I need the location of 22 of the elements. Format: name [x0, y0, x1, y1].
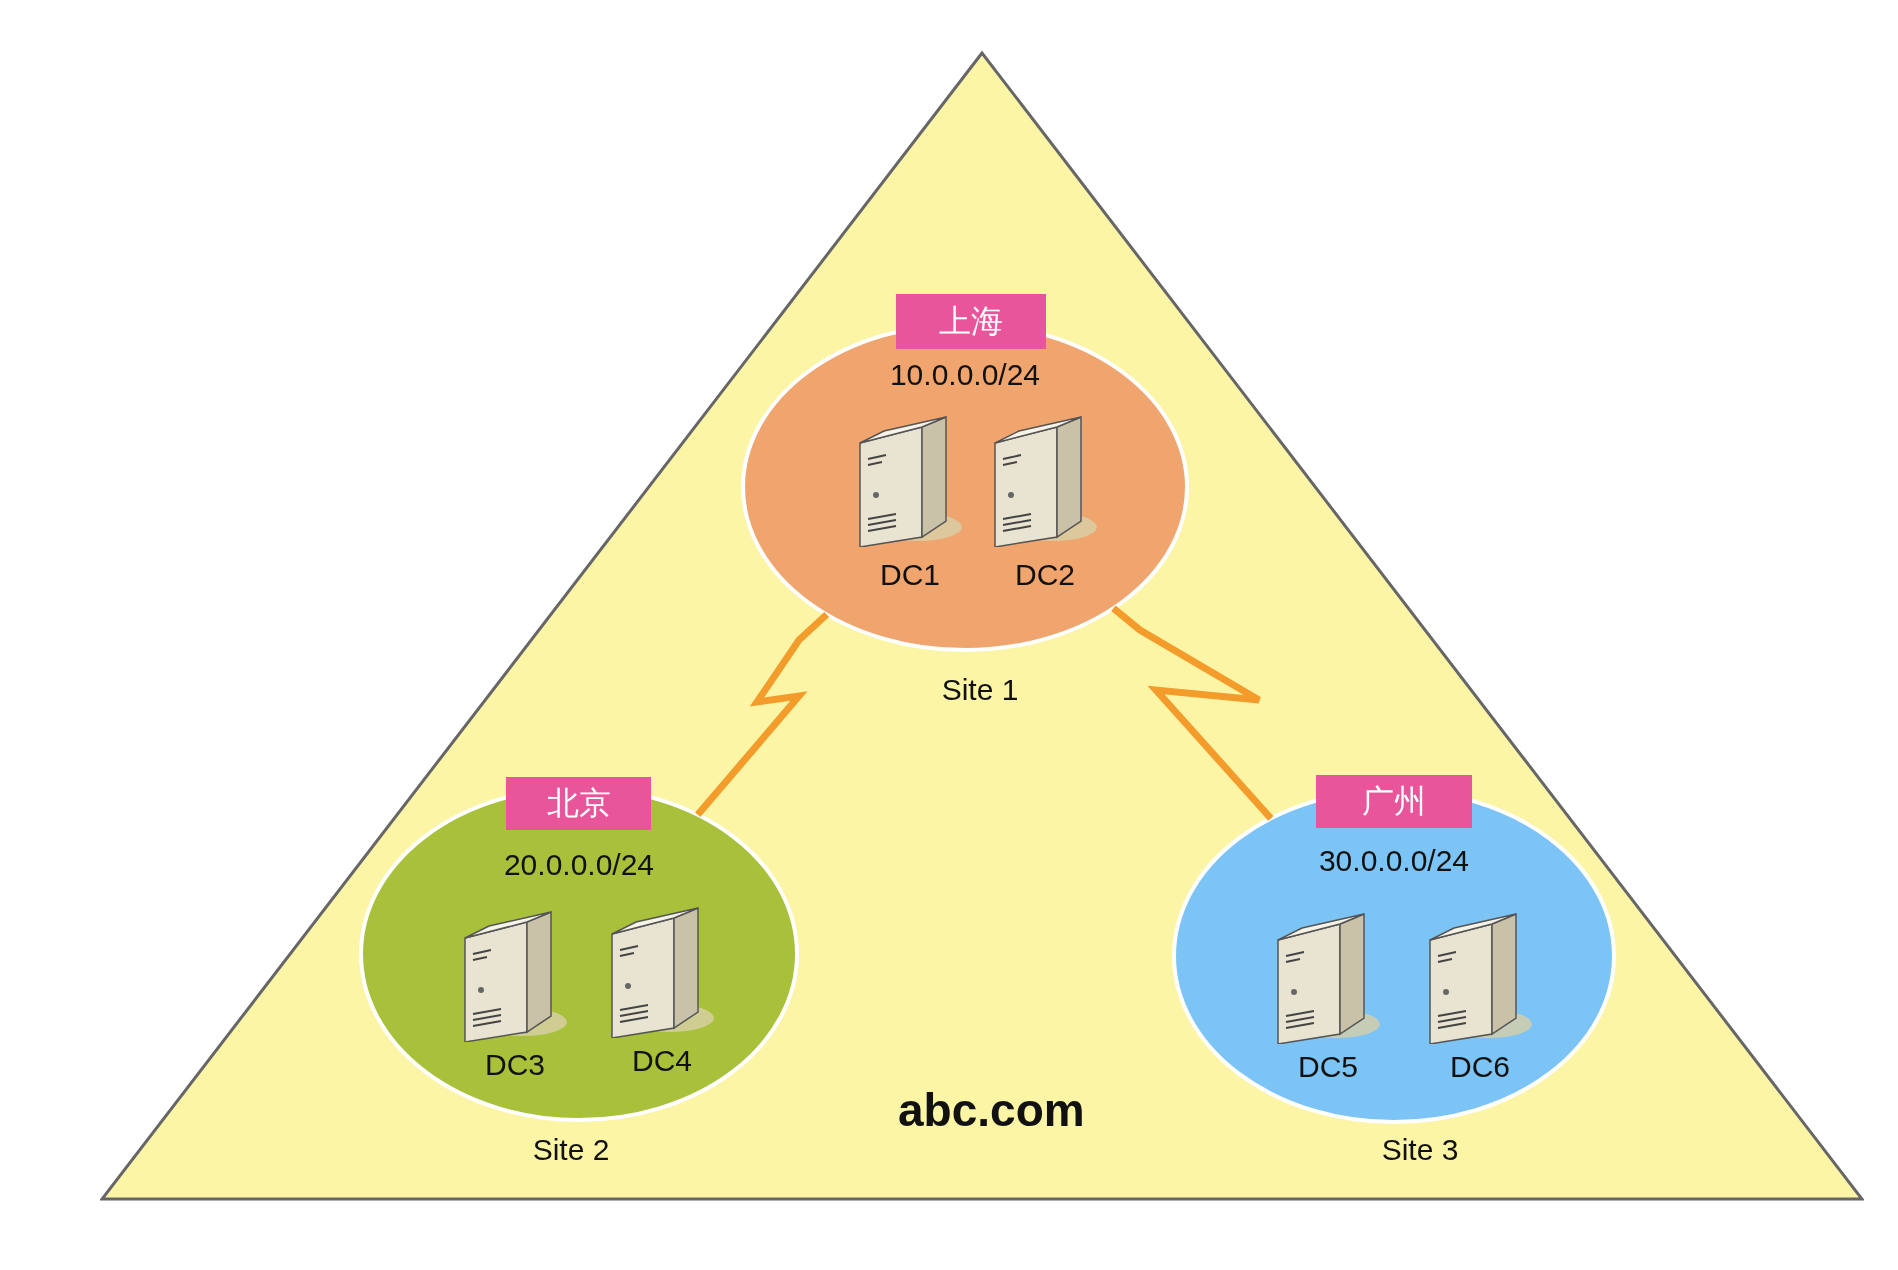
server-label: DC5	[1297, 1050, 1359, 1084]
lightning-link	[1111, 605, 1274, 821]
site-label: Site 1	[940, 673, 1020, 707]
site-label: Site 3	[1380, 1133, 1460, 1167]
site-ellipse	[740, 294, 1190, 653]
site-ellipse	[1171, 775, 1617, 1125]
server-label: DC1	[879, 558, 941, 592]
domain-triangle	[100, 51, 1864, 1201]
city-tag: 北京	[506, 777, 651, 830]
lightning-link	[695, 611, 830, 818]
city-tag: 广州	[1316, 775, 1472, 828]
server-label: DC3	[484, 1048, 546, 1082]
subnet-label: 30.0.0.0/24	[1317, 844, 1471, 878]
subnet-label: 10.0.0.0/24	[888, 358, 1042, 392]
site-label: Site 2	[531, 1133, 611, 1167]
server-label: DC4	[631, 1044, 693, 1078]
server-label: DC6	[1449, 1050, 1511, 1084]
site-ellipse	[358, 777, 800, 1123]
server-label: DC2	[1014, 558, 1076, 592]
city-tag: 上海	[896, 294, 1046, 349]
subnet-label: 20.0.0.0/24	[502, 848, 656, 882]
domain-label: abc.com	[898, 1083, 1085, 1137]
